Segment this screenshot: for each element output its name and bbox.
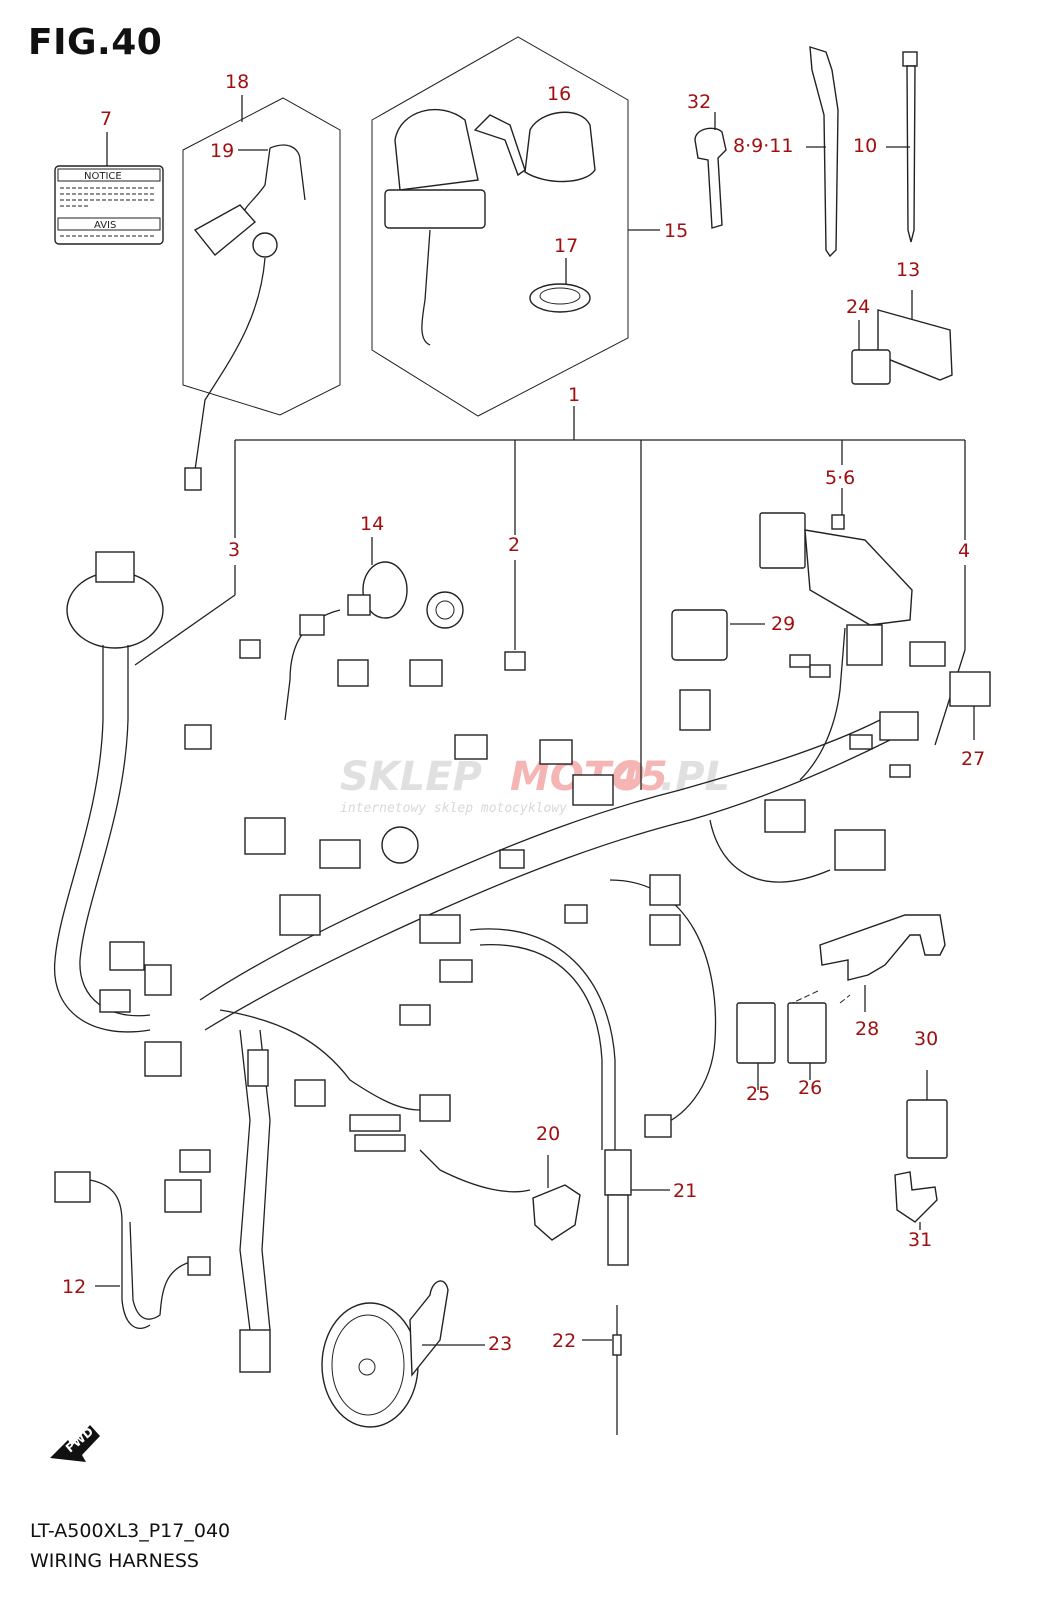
main-harness[interactable] <box>99 614 891 1373</box>
cable-tie-part[interactable] <box>886 51 918 243</box>
callout-23[interactable]: 23 <box>488 1333 512 1355</box>
callout-19[interactable]: 19 <box>210 140 234 162</box>
watermark: SKLEP MOTO 45 .PL internetowy sklep moto… <box>340 754 730 816</box>
callout-18[interactable]: 18 <box>225 71 249 93</box>
figure-title: FIG.40 <box>28 22 163 63</box>
sub-harness-part-12[interactable] <box>54 1171 211 1329</box>
fwd-arrow-icon: FWD <box>50 1424 100 1462</box>
horn-part-23[interactable] <box>321 1280 485 1428</box>
ignition-switch-part[interactable] <box>371 36 660 417</box>
callout-1[interactable]: 1 <box>568 384 580 406</box>
callout-22[interactable]: 22 <box>552 1330 576 1352</box>
callout-5-6[interactable]: 5·6 <box>825 467 855 489</box>
bracket-part-28[interactable] <box>787 914 946 1012</box>
callout-25[interactable]: 25 <box>746 1083 770 1105</box>
relay-part-24[interactable] <box>851 320 891 385</box>
callout-26[interactable]: 26 <box>798 1077 822 1099</box>
switch-part-20[interactable] <box>532 1155 581 1241</box>
connector-part-30[interactable] <box>906 1070 948 1159</box>
callout-17[interactable]: 17 <box>554 235 578 257</box>
callout-3[interactable]: 3 <box>228 539 240 561</box>
callout-30[interactable]: 30 <box>914 1028 938 1050</box>
callout-31[interactable]: 31 <box>908 1229 932 1251</box>
model-code: LT-A500XL3_P17_040 <box>30 1520 231 1542</box>
key-part[interactable] <box>694 112 727 229</box>
relay-part-29[interactable] <box>671 609 765 661</box>
callout-20[interactable]: 20 <box>536 1123 560 1145</box>
callout-labels: 7 18 19 16 17 15 32 8·9·11 10 13 24 1 5·… <box>62 71 985 1355</box>
callout-12[interactable]: 12 <box>62 1276 86 1298</box>
callout-15[interactable]: 15 <box>664 220 688 242</box>
callout-16[interactable]: 16 <box>547 83 571 105</box>
notice-label-part[interactable]: NOTICE AVIS <box>54 132 164 245</box>
section-name: WIRING HARNESS <box>30 1550 199 1572</box>
callout-29[interactable]: 29 <box>771 613 795 635</box>
connector-part-2[interactable] <box>504 651 526 671</box>
clip-part-31[interactable] <box>894 1171 938 1230</box>
callout-28[interactable]: 28 <box>855 1018 879 1040</box>
callout-27[interactable]: 27 <box>961 748 985 770</box>
callout-32[interactable]: 32 <box>687 91 711 113</box>
connector-part-25[interactable] <box>736 1002 776 1090</box>
spring-part-22[interactable] <box>582 1305 622 1435</box>
connector-part-26[interactable] <box>787 1002 827 1080</box>
notice-text: NOTICE <box>84 171 122 182</box>
callout-13[interactable]: 13 <box>896 259 920 281</box>
clamp-band-part[interactable] <box>806 46 839 258</box>
callout-24[interactable]: 24 <box>846 296 870 318</box>
callout-7[interactable]: 7 <box>100 108 112 130</box>
callout-14[interactable]: 14 <box>360 513 384 535</box>
callout-2[interactable]: 2 <box>508 534 520 556</box>
watermark-part4: .PL <box>660 754 730 800</box>
connector-part-27[interactable] <box>949 671 991 740</box>
emergency-switch-part[interactable] <box>182 95 341 491</box>
watermark-tagline: internetowy sklep motocyklowy <box>340 801 567 816</box>
callout-8-9-11[interactable]: 8·9·11 <box>733 135 793 157</box>
callout-10[interactable]: 10 <box>853 135 877 157</box>
dc-socket-part[interactable] <box>284 537 464 721</box>
watermark-part3: 45 <box>611 754 668 800</box>
harness-part-3[interactable] <box>53 551 164 1033</box>
avis-text: AVIS <box>94 220 116 231</box>
relay-bracket-part[interactable] <box>877 290 953 381</box>
fuse-box-part[interactable] <box>759 512 946 781</box>
sensor-part-21[interactable] <box>604 1149 670 1266</box>
callout-21[interactable]: 21 <box>673 1180 697 1202</box>
watermark-part1: SKLEP <box>340 754 482 800</box>
callout-4[interactable]: 4 <box>958 540 970 562</box>
